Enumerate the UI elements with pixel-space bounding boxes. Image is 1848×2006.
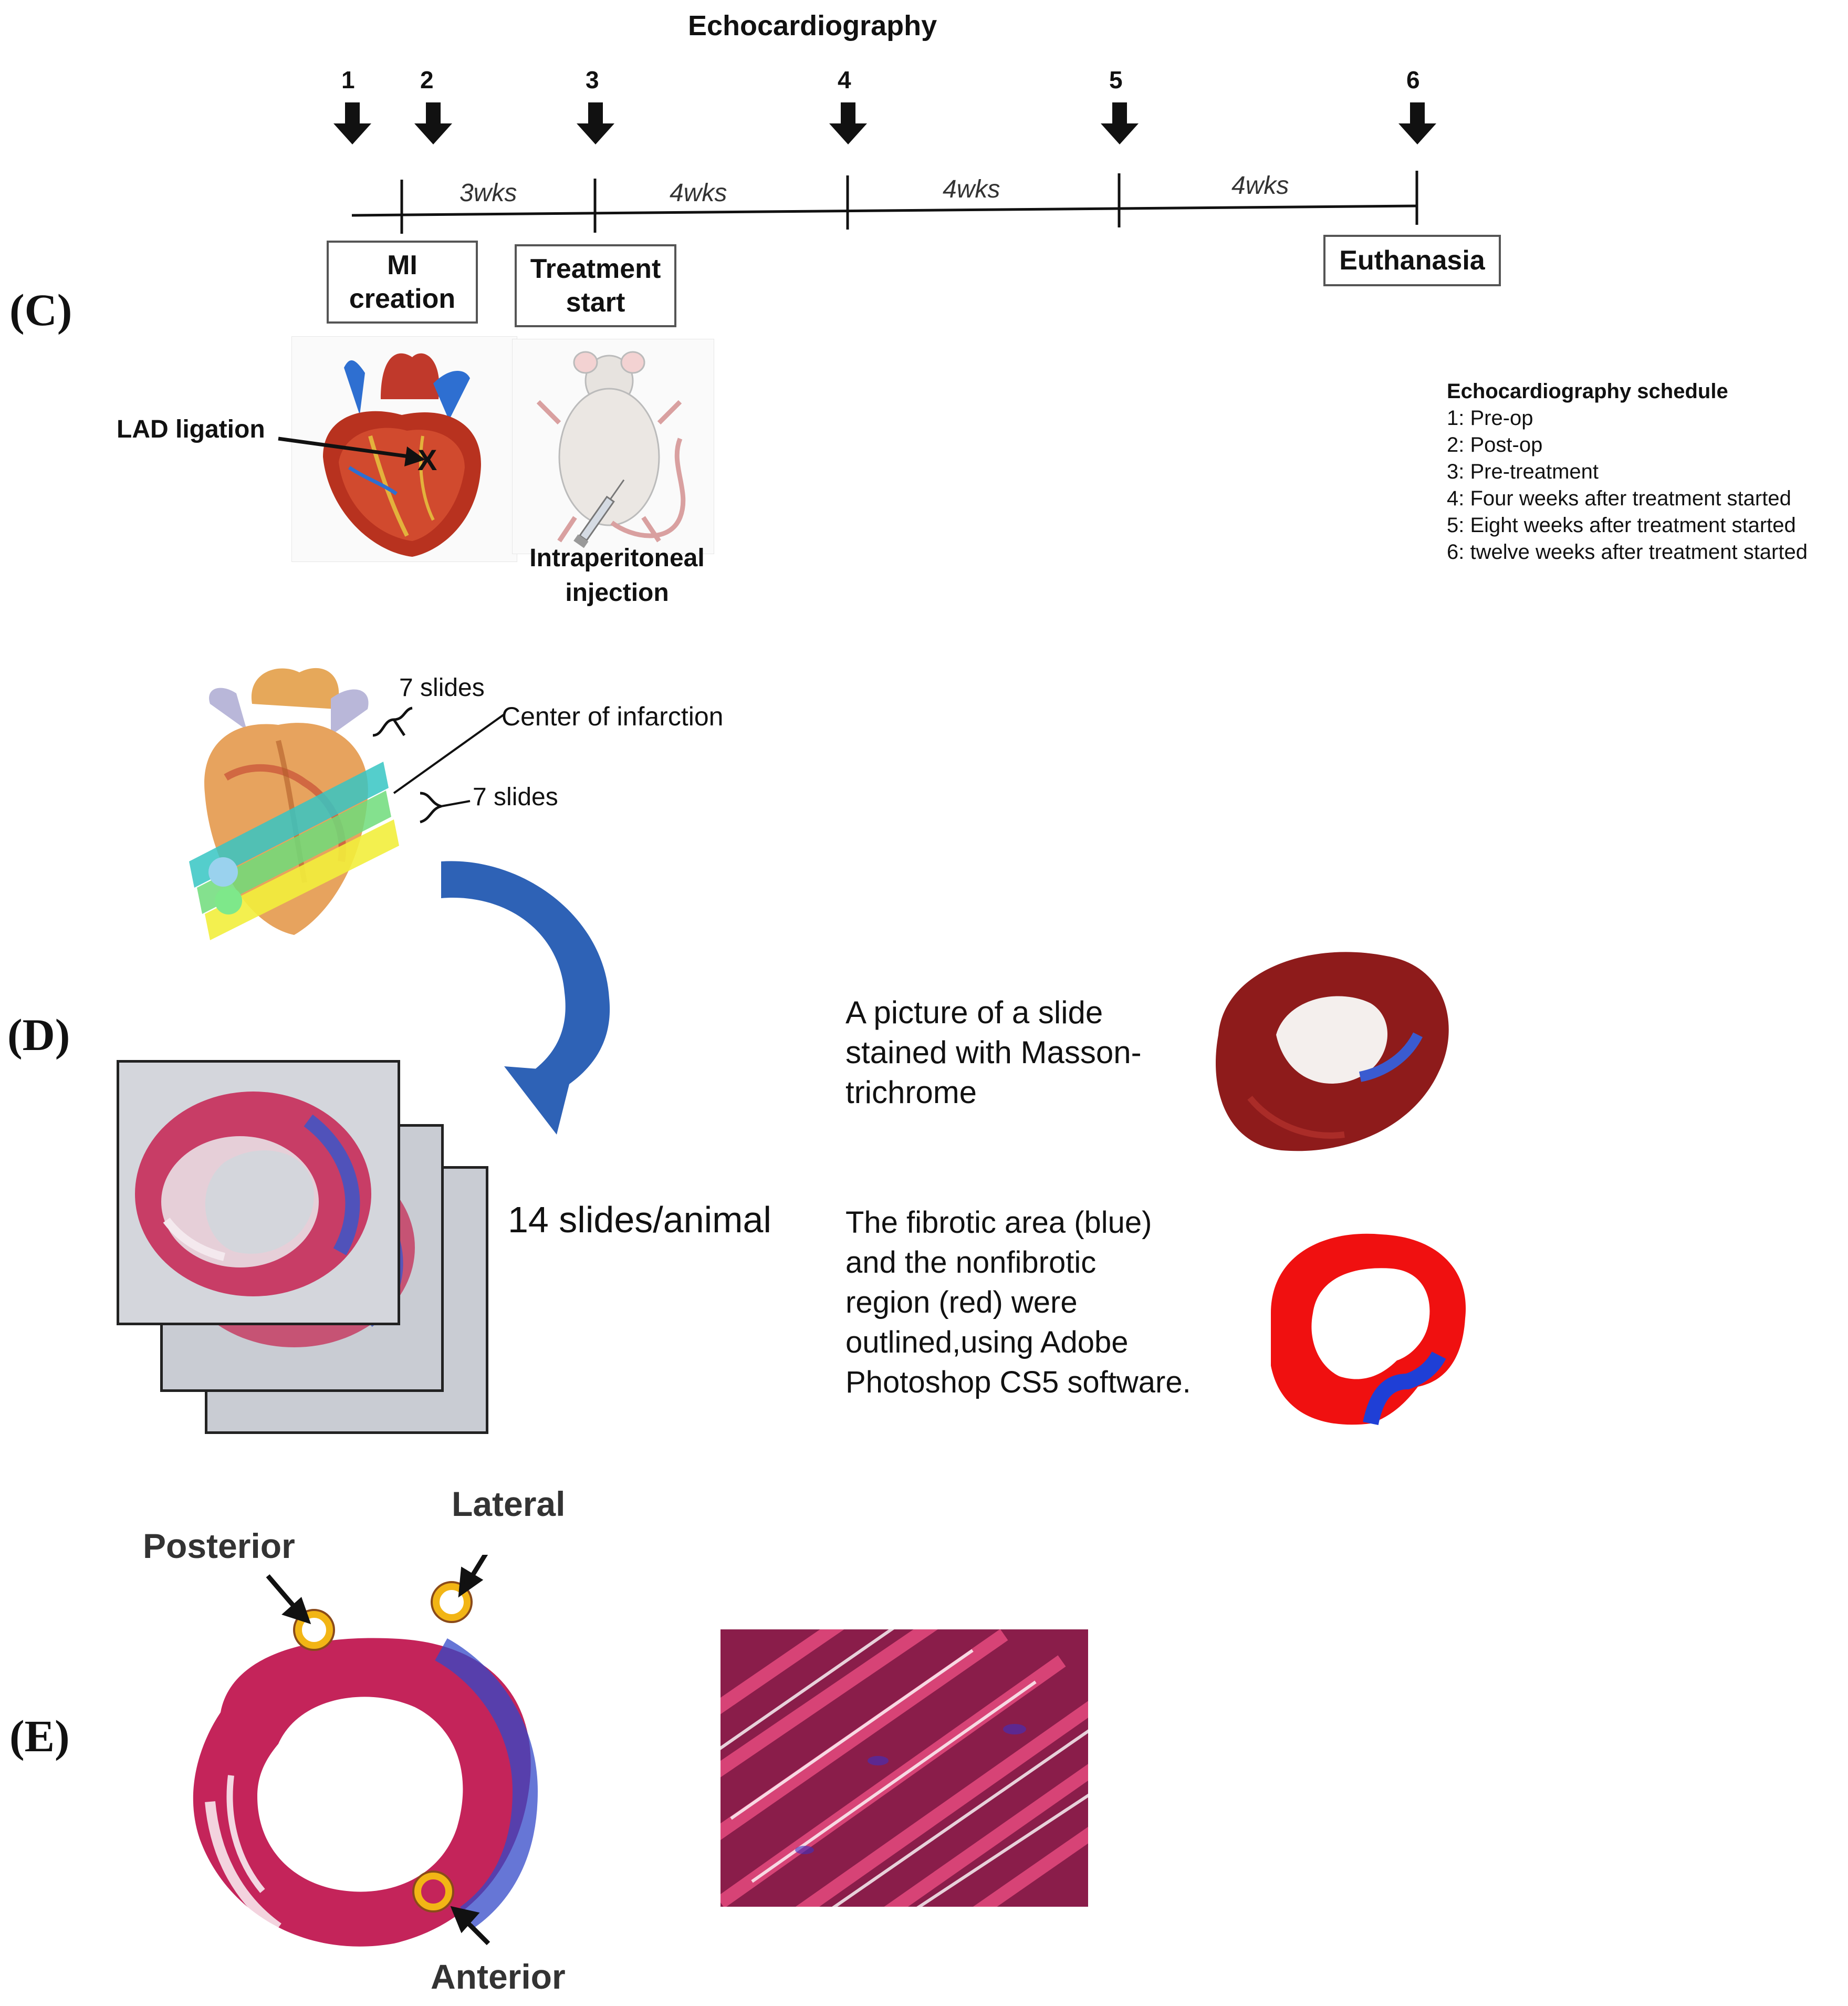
treatment-start-box: Treatment start	[515, 244, 676, 327]
heart-illustration: X	[291, 336, 517, 562]
injection-label: Intraperitoneal injection	[517, 541, 717, 610]
marker-3: 3	[586, 66, 599, 93]
treatment-start-line1: Treatment	[530, 254, 661, 284]
mi-creation-line2: creation	[349, 284, 456, 314]
interval-label: 4wks	[1231, 172, 1289, 200]
timeline-axis	[351, 204, 1418, 217]
fibrotic-caption-line: Photoshop CS5 software.	[845, 1365, 1191, 1399]
panel-d-label: (D)	[7, 1010, 70, 1060]
echo-schedule: Echocardiography schedule 1: Pre-op 2: P…	[1447, 378, 1808, 566]
lad-ligation-label: LAD ligation	[117, 415, 265, 443]
fibrosis-outline-image	[1271, 1233, 1466, 1426]
slide-card-front	[117, 1060, 400, 1325]
injection-line2: injection	[565, 579, 669, 607]
schedule-item: 4: Four weeks after treatment started	[1447, 487, 1791, 510]
masson-stained-slide-image	[1216, 952, 1449, 1151]
anterior-label: Anterior	[431, 1957, 566, 1996]
euthanasia-label: Euthanasia	[1339, 245, 1485, 276]
brace-annotations	[372, 706, 505, 824]
microscopy-image	[721, 1629, 1088, 1907]
down-arrow-icon	[1398, 102, 1436, 144]
center-infarction-label: Center of infarction	[502, 702, 724, 731]
down-arrow-icon	[414, 102, 452, 144]
mi-creation-box: MI creation	[327, 241, 478, 324]
heart-cross-section-image	[193, 1555, 538, 1947]
fibrotic-caption-line: outlined,using Adobe	[845, 1325, 1129, 1359]
masson-caption-line: A picture of a slide	[845, 995, 1103, 1030]
fibrotic-caption-line: region (red) were	[845, 1285, 1078, 1319]
panel-e-label: (E)	[9, 1711, 70, 1761]
masson-caption-line: trichrome	[845, 1075, 977, 1110]
down-arrow-icons	[333, 102, 1436, 144]
curved-arrow-icon	[441, 861, 610, 1135]
marker-5: 5	[1109, 66, 1123, 93]
panel-c-label: (C)	[9, 285, 72, 335]
fibrotic-caption-line: The fibrotic area (blue)	[845, 1205, 1152, 1240]
fibrotic-caption: The fibrotic area (blue) and the nonfibr…	[845, 1203, 1191, 1402]
mouse-illustration	[512, 339, 714, 554]
lateral-label: Lateral	[452, 1484, 566, 1523]
timeline-graphic	[333, 102, 1436, 234]
down-arrow-icon	[829, 102, 867, 144]
slides-per-animal-label: 14 slides/animal	[508, 1199, 771, 1240]
injection-line1: Intraperitoneal	[529, 544, 705, 572]
schedule-item: 6: twelve weeks after treatment started	[1447, 541, 1808, 564]
marker-2: 2	[420, 66, 434, 93]
interval-label: 4wks	[670, 179, 727, 207]
schedule-item: 1: Pre-op	[1447, 407, 1533, 430]
treatment-start-line2: start	[566, 287, 625, 318]
masson-caption: A picture of a slide stained with Masson…	[845, 993, 1142, 1113]
sectioned-heart-illustration	[189, 668, 399, 940]
timeline-title: Echocardiography	[688, 10, 937, 41]
slides-top-label: 7 slides	[399, 674, 485, 702]
timeline-ticks	[400, 171, 1418, 234]
marker-1: 1	[341, 66, 355, 93]
euthanasia-box: Euthanasia	[1323, 235, 1501, 286]
schedule-title: Echocardiography schedule	[1447, 380, 1728, 403]
marker-6: 6	[1406, 66, 1420, 93]
down-arrow-icon	[1101, 102, 1139, 144]
fibrotic-caption-line: and the nonfibrotic	[845, 1245, 1097, 1280]
posterior-label: Posterior	[143, 1526, 295, 1565]
down-arrow-icon	[577, 102, 614, 144]
schedule-item: 3: Pre-treatment	[1447, 460, 1599, 483]
down-arrow-icon	[333, 102, 371, 144]
schedule-item: 2: Post-op	[1447, 433, 1543, 456]
interval-label: 3wks	[460, 179, 517, 207]
interval-label: 4wks	[943, 175, 1000, 203]
marker-4: 4	[838, 66, 851, 93]
masson-caption-line: stained with Masson-	[845, 1035, 1142, 1070]
schedule-item: 5: Eight weeks after treatment started	[1447, 514, 1796, 537]
mi-creation-line1: MI	[387, 250, 417, 280]
lad-arrow	[278, 436, 425, 466]
slides-bottom-label: 7 slides	[473, 783, 558, 811]
